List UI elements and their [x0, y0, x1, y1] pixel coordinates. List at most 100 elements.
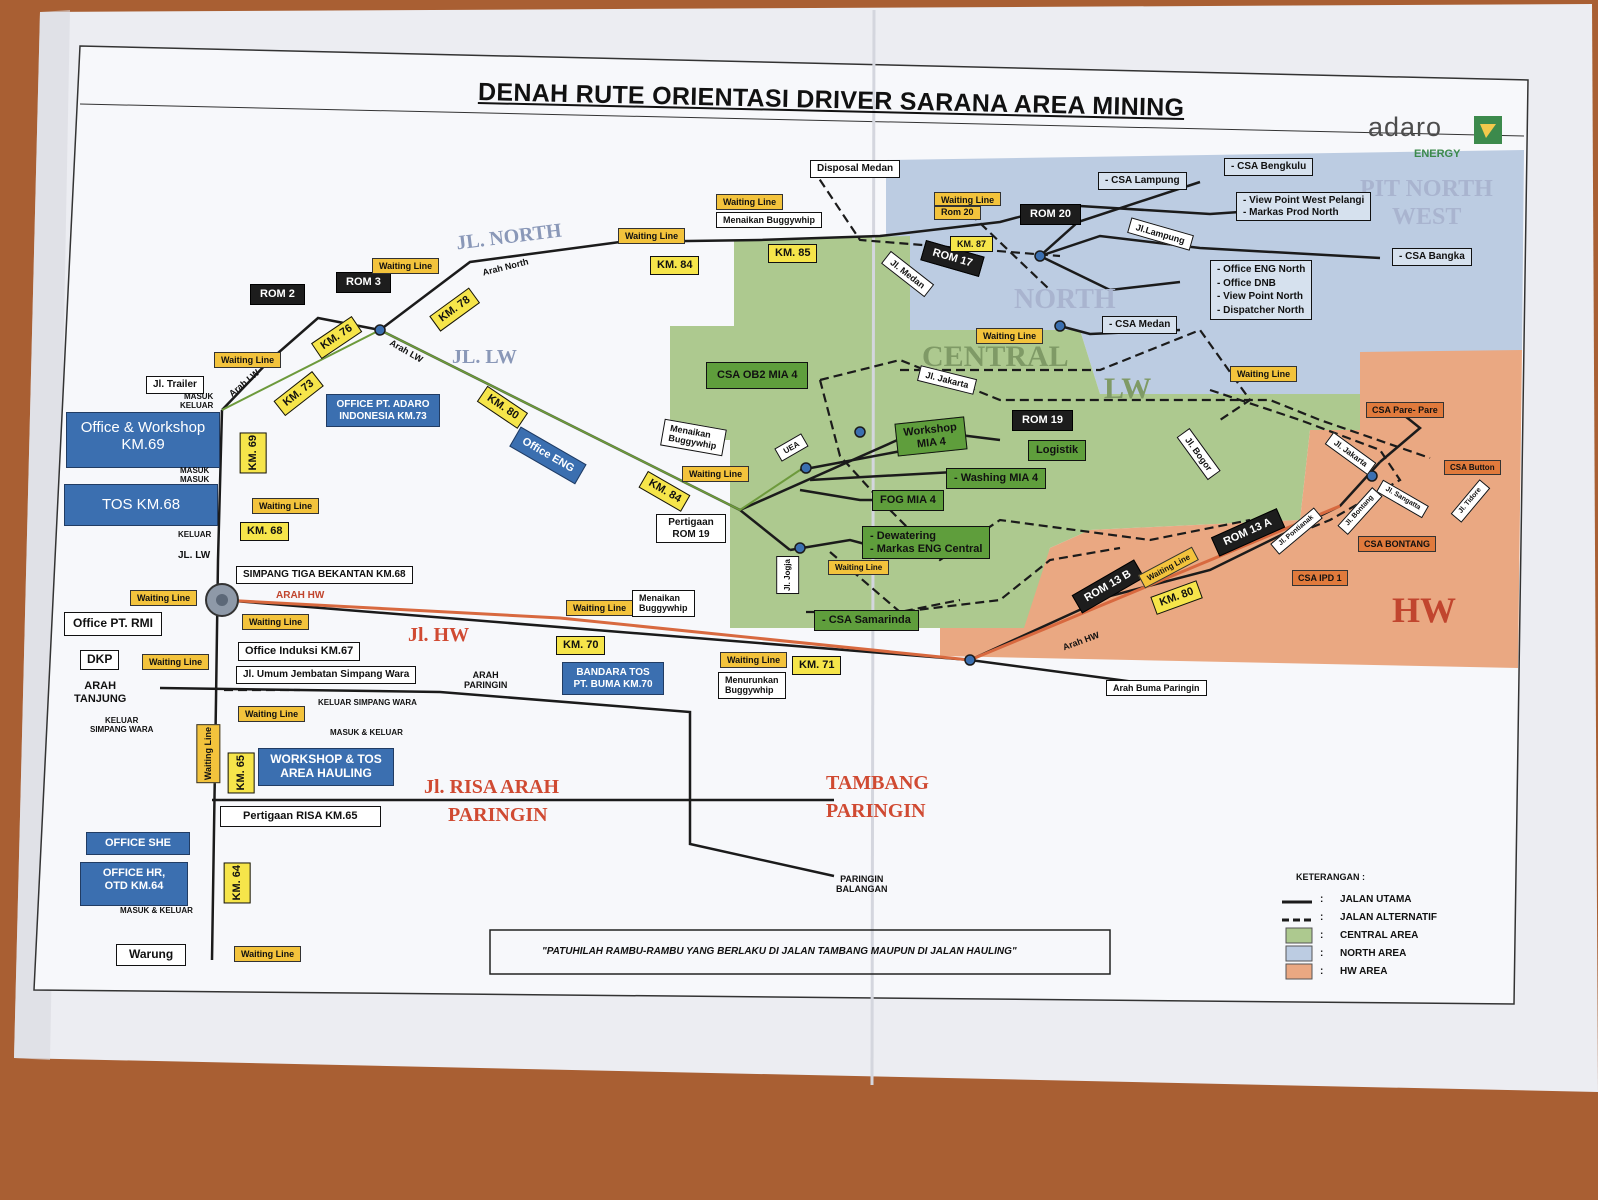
csa-samarinda[interactable]: - CSA Samarinda	[814, 610, 919, 631]
menaikan-hw-line2: Buggywhip	[639, 603, 688, 614]
workshop-tos-line1: WORKSHOP & TOS	[270, 752, 382, 766]
office-workshop-km69[interactable]: Office & Workshop KM.69	[66, 412, 220, 468]
simpang-tiga-bekantan[interactable]: SIMPANG TIGA BEKANTAN KM.68	[236, 566, 413, 584]
waiting-line-dkp: Waiting Line	[142, 654, 210, 671]
office-hr[interactable]: OFFICE HR, OTD KM.64	[80, 862, 188, 906]
zone-central: CENTRAL	[922, 340, 1069, 373]
office-hr-line1: OFFICE HR,	[102, 867, 166, 879]
office-she[interactable]: OFFICE SHE	[86, 832, 190, 855]
masuk-masuk-2: MASUK	[180, 475, 210, 485]
dewatering-markas[interactable]: - Dewatering - Markas ENG Central	[862, 526, 991, 560]
view-point-west[interactable]: - View Point West Pelangi - Markas Prod …	[1236, 192, 1372, 221]
office-pt-rmi[interactable]: Office PT. RMI	[64, 612, 163, 636]
km-87: KM. 87	[950, 236, 994, 253]
arah-tanjung-2: TANJUNG	[74, 692, 127, 705]
masuk-masuk-1: MASUK	[180, 466, 210, 475]
zone-pit-north-west-2: WEST	[1392, 204, 1462, 230]
rom-20[interactable]: ROM 20	[1020, 204, 1081, 225]
csa-bengkulu[interactable]: - CSA Bengkulu	[1224, 158, 1314, 176]
waiting-line-mid: Waiting Line	[682, 466, 750, 483]
office-pt-adaro[interactable]: OFFICE PT. ADARO INDONESIA KM.73	[326, 394, 440, 427]
csa-bontang[interactable]: CSA BONTANG	[1358, 536, 1436, 553]
menurunkan-line2: Buggywhip	[725, 685, 774, 696]
menaikan-hw-line1: Menaikan	[639, 593, 681, 603]
workshop-tos-hauling[interactable]: WORKSHOP & TOS AREA HAULING	[258, 748, 394, 786]
north-facility-3: - View Point North	[1217, 291, 1303, 302]
logo-brand: adaro	[1368, 112, 1443, 142]
waiting-line-km85: Waiting Line	[716, 194, 784, 211]
pertigaan-rom19-line1: Pertigaan	[668, 517, 714, 528]
north-facilities[interactable]: - Office ENG North - Office DNB - View P…	[1210, 260, 1313, 320]
arah-paringin-1: ARAH	[472, 670, 499, 680]
rom-19[interactable]: ROM 19	[1012, 410, 1073, 431]
menaikan-buggywhip-top[interactable]: Menaikan Buggywhip	[716, 212, 823, 229]
fog-mia4[interactable]: FOG MIA 4	[872, 490, 944, 511]
masuk-masuk: MASUK MASUK	[180, 466, 209, 484]
jl-umum-jembatan[interactable]: Jl. Umum Jembatan Simpang Wara	[236, 666, 417, 684]
warung[interactable]: Warung	[116, 944, 187, 966]
waiting-line-roundabout-left: Waiting Line	[130, 590, 198, 607]
km-71: KM. 71	[792, 656, 842, 675]
logo-sub: ENERGY	[1414, 148, 1461, 160]
legend-label: CENTRAL AREA	[1340, 930, 1419, 941]
km-70: KM. 70	[556, 636, 606, 655]
masuk-keluar-top: MASUK KELUAR	[180, 392, 213, 410]
legend-title: KETERANGAN :	[1296, 872, 1365, 882]
rom-3[interactable]: ROM 3	[336, 272, 391, 293]
csa-button[interactable]: CSA Button	[1444, 460, 1501, 476]
office-workshop-line2: KM.69	[121, 436, 165, 454]
arah-tanjung: ARAH TANJUNG	[74, 680, 126, 705]
waiting-line-km65: Waiting Line	[196, 724, 221, 784]
office-tos-km68[interactable]: TOS KM.68	[64, 484, 218, 526]
legend-label: HW AREA	[1340, 966, 1388, 977]
road-jl-lw: JL. LW	[452, 346, 517, 368]
masuk-keluar-workshop: MASUK & KELUAR	[330, 728, 403, 737]
km-65: KM. 65	[228, 752, 255, 794]
km-84-north: KM. 84	[650, 256, 700, 275]
office-induksi[interactable]: Office Induksi KM.67	[238, 642, 361, 661]
waiting-line-roundabout-right: Waiting Line	[242, 614, 310, 631]
office-hr-line2: OTD KM.64	[104, 879, 164, 892]
waiting-line-hw: Waiting Line	[566, 600, 634, 617]
bandara-tos[interactable]: BANDARA TOS PT. BUMA KM.70	[562, 662, 664, 695]
masuk-keluar-top-2: KELUAR	[180, 401, 214, 411]
zone-hw: HW	[1392, 590, 1457, 630]
legend-sep: :	[1320, 894, 1324, 905]
keluar-simpang-1: KELUAR	[105, 716, 139, 725]
csa-pare-pare[interactable]: CSA Pare- Pare	[1366, 402, 1444, 419]
pertigaan-rom19[interactable]: Pertigaan ROM 19	[656, 514, 726, 543]
dkp[interactable]: DKP	[80, 650, 120, 670]
arah-tanjung-1: ARAH	[84, 680, 117, 692]
paringin-balangan-2: BALANGAN	[836, 884, 888, 895]
view-point-west-line2: - Markas Prod North	[1243, 206, 1339, 218]
logistik[interactable]: Logistik	[1028, 440, 1087, 461]
csa-medan[interactable]: - CSA Medan	[1102, 316, 1178, 334]
arah-buma-paringin[interactable]: Arah Buma Paringin	[1106, 680, 1207, 697]
waiting-line-jogja: Waiting Line	[828, 560, 890, 576]
waiting-line-rom20-2: Rom 20	[934, 206, 981, 221]
workshop-tos-line2: AREA HAULING	[280, 765, 372, 780]
menaikan-buggywhip-hw[interactable]: Menaikan Buggywhip	[632, 590, 695, 617]
keluar-label: KELUAR	[178, 530, 212, 539]
road-jl-hw: Jl. HW	[408, 624, 470, 646]
road-tambang-1: TAMBANG	[826, 772, 929, 794]
csa-lampung[interactable]: - CSA Lampung	[1098, 172, 1187, 190]
jl-trailer[interactable]: Jl. Trailer	[146, 376, 204, 394]
rom-2[interactable]: ROM 2	[250, 284, 305, 305]
legend-label: JALAN ALTERNATIF	[1340, 912, 1438, 923]
keluar-simpang-wara-left: KELUAR SIMPANG WARA	[90, 716, 153, 734]
menurunkan-buggywhip[interactable]: Menurunkan Buggywhip	[718, 672, 786, 699]
km-64: KM. 64	[224, 862, 251, 904]
arah-hw: ARAH HW	[276, 590, 325, 601]
masuk-keluar-top-1: MASUK	[184, 392, 214, 401]
disposal-medan[interactable]: Disposal Medan	[810, 160, 901, 178]
street-jl-jogja: Jl. Jogja	[776, 556, 800, 595]
csa-ob2-mia4[interactable]: CSA OB2 MIA 4	[706, 362, 809, 389]
title-divider	[79, 103, 1525, 137]
pertigaan-risa[interactable]: Pertigaan RISA KM.65	[220, 806, 381, 827]
csa-ipd-1[interactable]: CSA IPD 1	[1292, 570, 1348, 587]
bandara-line2: PT. BUMA KM.70	[573, 678, 653, 690]
washing-mia4[interactable]: - Washing MIA 4	[946, 468, 1047, 489]
csa-bangka[interactable]: - CSA Bangka	[1392, 248, 1472, 266]
legend-item-jalan-alternatif: : JALAN ALTERNATIF	[1320, 912, 1437, 924]
